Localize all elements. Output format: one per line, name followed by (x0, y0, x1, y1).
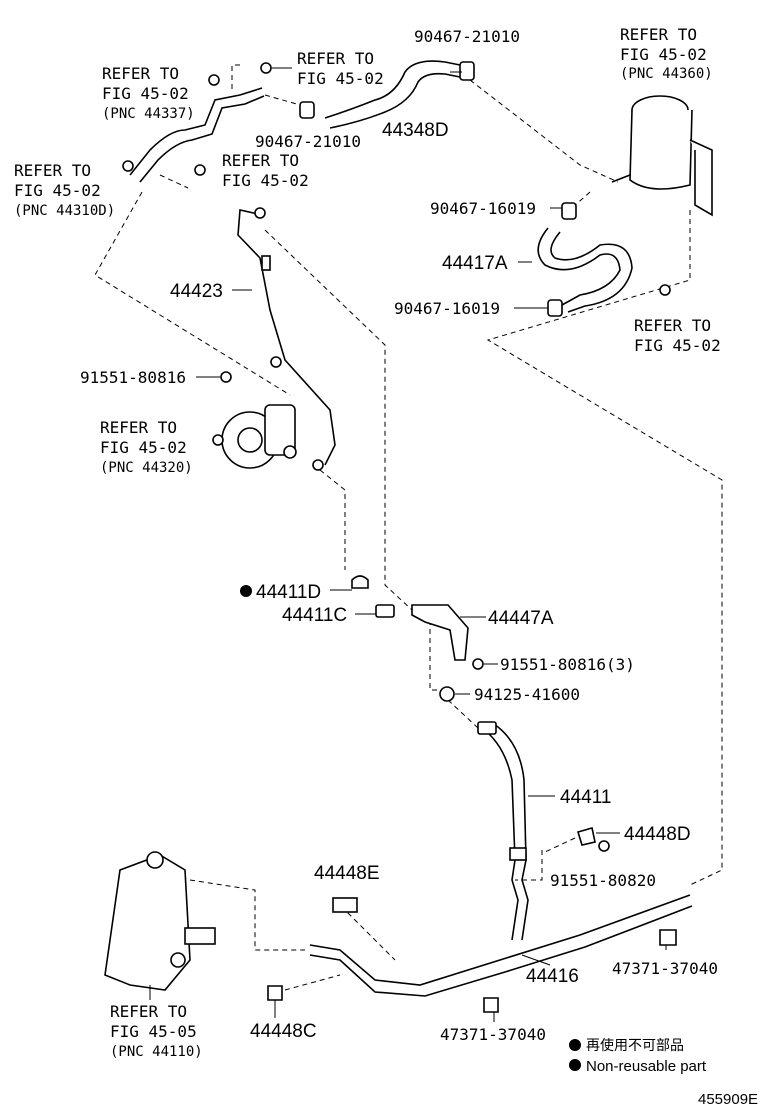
figure-id: 455909E (698, 1091, 758, 1108)
refer-44320-line3: (PNC 44320) (100, 460, 193, 476)
refer-44337-line2: FIG 45-02 (102, 84, 189, 103)
clamp-44448C-label: 44448C (250, 1021, 317, 1042)
legend-marker-ja (569, 1039, 581, 1051)
legend-english: Non-reusable part (586, 1058, 707, 1075)
refer-44337-line1: REFER TO (102, 64, 179, 83)
clamp-lower-label: 90467-16019 (394, 299, 500, 318)
clamp-top-right-label: 90467-21010 (414, 27, 520, 46)
refer-bolt-mid-line1: REFER TO (222, 151, 299, 170)
bracket-44447A-label: 44447A (488, 608, 554, 629)
clamp-44448E-label: 44448E (314, 863, 380, 884)
legend-marker-en (569, 1059, 581, 1071)
part-44411C-label: 44411C (282, 605, 347, 626)
refer-44337-label: REFER TO FIG 45-02 (PNC 44337) (102, 64, 195, 122)
top-fasteners (194, 62, 272, 383)
clamp-47371-bottom-label: 47371-37040 (440, 1025, 546, 1044)
refer-tank-bolt-line2: FIG 45-02 (634, 336, 721, 355)
refer-44110-label: REFER TO FIG 45-05 (PNC 44110) (110, 1002, 203, 1060)
refer-bolt-mid-label: REFER TO FIG 45-02 (222, 151, 309, 190)
refer-bolt-top-line1: REFER TO (297, 49, 374, 68)
bolt-91551-80816-3-label: 91551-80816(3) (500, 655, 635, 674)
leader-lines (149, 67, 667, 1022)
part-44411D-row: 44411D (240, 582, 321, 603)
non-reusable-marker (240, 585, 252, 597)
hose-44348D-label: 44348D (382, 120, 449, 141)
refer-44360-line1: REFER TO (620, 25, 697, 44)
refer-bolt-top-line2: FIG 45-02 (297, 69, 384, 88)
tube-44416-label: 44416 (526, 966, 579, 987)
refer-44310D-line3: (PNC 44310D) (14, 203, 115, 219)
reservoir-tank (611, 95, 713, 296)
refer-44110-line2: FIG 45-05 (110, 1022, 197, 1041)
refer-bolt-top-label: REFER TO FIG 45-02 (297, 49, 384, 88)
refer-bolt-mid-line2: FIG 45-02 (222, 171, 309, 190)
refer-44360-line3: (PNC 44360) (620, 66, 713, 82)
hose-44411-label: 44411 (560, 787, 611, 808)
tube-44423-label: 44423 (170, 281, 223, 302)
mid-small-parts (351, 575, 484, 702)
refer-44320-line1: REFER TO (100, 418, 177, 437)
refer-44320-line2: FIG 45-02 (100, 438, 187, 457)
clamp-upper-label: 90467-16019 (430, 199, 536, 218)
refer-44360-label: REFER TO FIG 45-02 (PNC 44360) (620, 25, 713, 82)
refer-44337-line3: (PNC 44337) (102, 106, 195, 122)
refer-44110-line1: REFER TO (110, 1002, 187, 1021)
refer-44360-line2: FIG 45-02 (620, 45, 707, 64)
hose-44411-shape (477, 721, 529, 941)
legend-japanese: 再使用不可部品 (586, 1037, 684, 1054)
part-44411D-label: 44411D (256, 582, 321, 603)
refer-44310D-line1: REFER TO (14, 161, 91, 180)
bolt-91551-80816-label: 91551-80816 (80, 368, 186, 387)
reference-dashed-lines (94, 64, 723, 991)
nut-94125-label: 94125-41600 (474, 685, 580, 704)
refer-tank-bolt-line1: REFER TO (634, 316, 711, 335)
clamp-47371-right-label: 47371-37040 (612, 959, 718, 978)
bolt-91551-80820-label: 91551-80820 (550, 871, 656, 890)
clamp-top-mid-label: 90467-21010 (255, 132, 361, 151)
refer-44320-label: REFER TO FIG 45-02 (PNC 44320) (100, 418, 193, 476)
tube-44423-shape (237, 207, 336, 471)
tube-44416-shape (267, 826, 693, 1013)
hose-44348D-shape (299, 60, 475, 129)
return-pipe-top-left (122, 74, 265, 183)
legend: 再使用不可部品 Non-reusable part (569, 1037, 707, 1075)
clamp-44448D-label: 44448D (624, 824, 691, 845)
refer-tank-bolt-label: REFER TO FIG 45-02 (634, 316, 721, 355)
steering-gear-box (104, 851, 216, 991)
refer-44310D-line2: FIG 45-02 (14, 181, 101, 200)
refer-44310D-label: REFER TO FIG 45-02 (PNC 44310D) (14, 161, 115, 219)
power-steering-pump (212, 404, 297, 469)
hose-44417A-label: 44417A (442, 253, 508, 274)
refer-44110-line3: (PNC 44110) (110, 1044, 203, 1060)
hose-44417A-shape (537, 202, 633, 317)
